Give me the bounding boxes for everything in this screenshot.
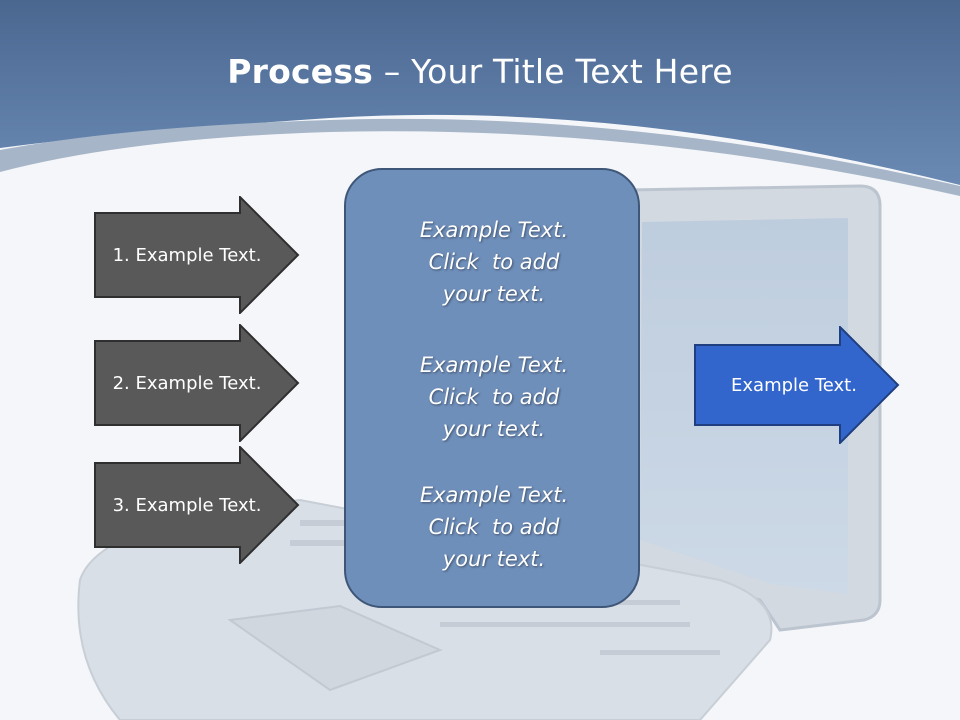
text-line: Click to add	[428, 515, 560, 539]
center-text-box[interactable]: Example Text. Click to add your text. Ex…	[344, 168, 640, 608]
input-arrow-2[interactable]: 2. Example Text.	[94, 324, 300, 442]
text-line: your text.	[442, 282, 546, 306]
text-line: Example Text.	[419, 483, 569, 507]
text-line: Click to add	[428, 385, 560, 409]
text-line: your text.	[442, 547, 546, 571]
arrow-shape-2	[94, 324, 300, 442]
input-arrow-label: 3. Example Text.	[112, 494, 262, 516]
output-arrow[interactable]: Example Text.	[694, 326, 900, 444]
text-line: Example Text.	[419, 218, 569, 242]
arrow-shape-1	[94, 196, 300, 314]
input-arrow-label: 2. Example Text.	[112, 372, 262, 394]
input-arrow-3[interactable]: 3. Example Text.	[94, 446, 300, 564]
text-block-1[interactable]: Example Text. Click to add your text.	[346, 214, 642, 310]
input-arrow-1[interactable]: 1. Example Text.	[94, 196, 300, 314]
title-rest: – Your Title Text Here	[373, 52, 733, 91]
arrow-shape-3	[94, 446, 300, 564]
title-bold: Process	[227, 52, 374, 91]
output-arrow-shape	[694, 326, 900, 444]
text-line: your text.	[442, 417, 546, 441]
text-line: Example Text.	[419, 353, 569, 377]
text-block-3[interactable]: Example Text. Click to add your text.	[346, 479, 642, 575]
output-arrow-label: Example Text.	[731, 374, 857, 396]
text-line: Click to add	[428, 250, 560, 274]
input-arrow-label: 1. Example Text.	[112, 244, 262, 266]
slide-title: Process – Your Title Text Here	[0, 52, 960, 91]
text-block-2[interactable]: Example Text. Click to add your text.	[346, 349, 642, 445]
